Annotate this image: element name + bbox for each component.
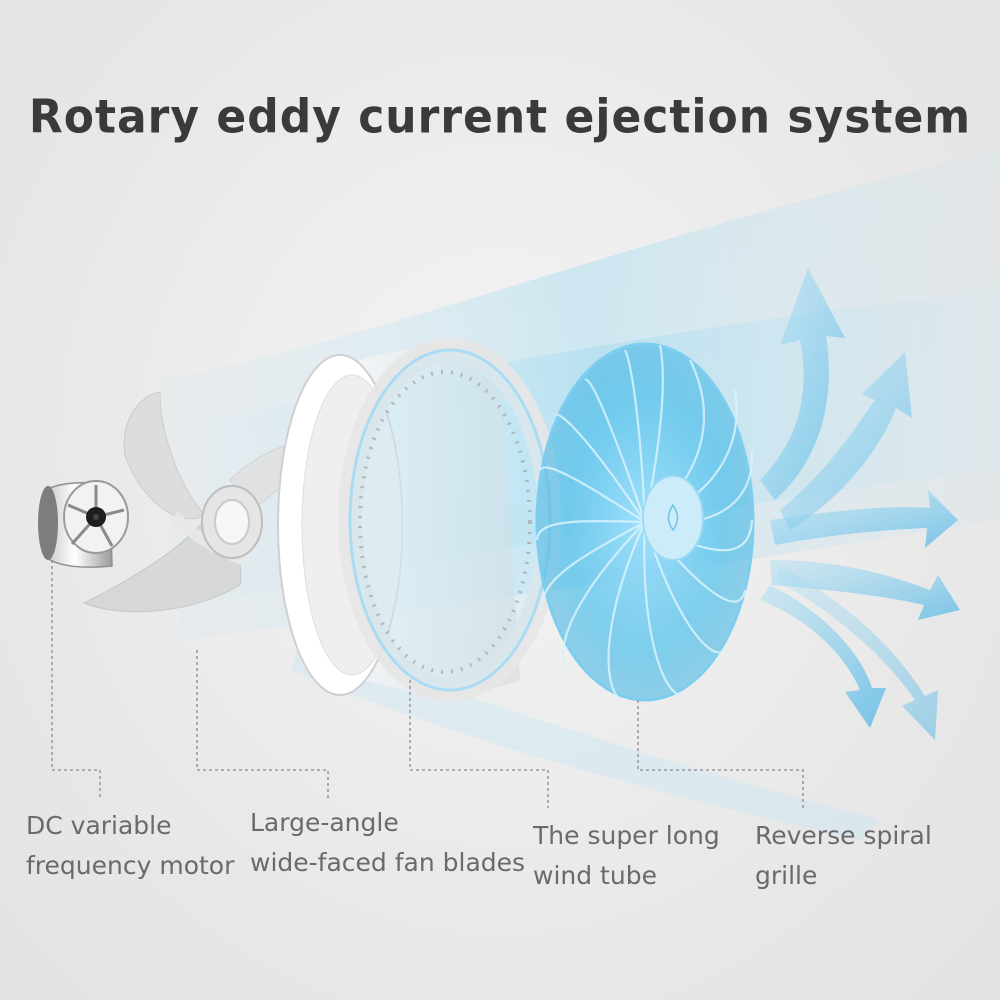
label-line: The super long: [533, 821, 720, 850]
label-large-angle-fan-blades: Large-angle wide-faced fan blades: [250, 803, 525, 883]
leader-line-tube: [409, 680, 549, 808]
spiral-grille-icon: [535, 342, 755, 702]
label-line: grille: [755, 861, 818, 890]
label-line: wide-faced fan blades: [250, 848, 526, 877]
label-line: Large-angle: [250, 808, 399, 837]
leader-lines: [51, 560, 804, 808]
label-line: wind tube: [533, 861, 657, 890]
leader-line-grille: [637, 700, 804, 808]
label-line: DC variable: [26, 811, 172, 840]
page-title: Rotary eddy current ejection system: [28, 90, 972, 145]
leader-line-motor: [51, 560, 101, 800]
motor-icon: [38, 480, 129, 568]
label-line: Reverse spiral: [755, 821, 932, 850]
label-reverse-spiral-grille: Reverse spiral grille: [755, 816, 932, 896]
leader-line-blades: [196, 650, 329, 800]
label-dc-variable-frequency-motor: DC variable frequency motor: [26, 806, 234, 886]
fan-blade-icon: [82, 391, 321, 613]
airflow-arrow-icon: [760, 268, 960, 740]
label-super-long-wind-tube: The super long wind tube: [533, 816, 720, 896]
wind-tube-icon: [277, 338, 562, 702]
label-line: frequency motor: [26, 851, 235, 880]
